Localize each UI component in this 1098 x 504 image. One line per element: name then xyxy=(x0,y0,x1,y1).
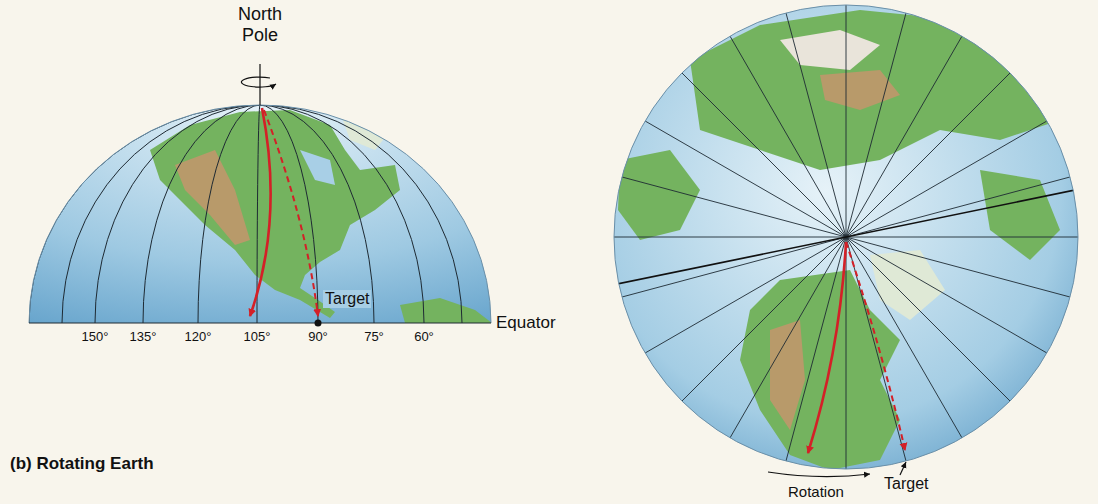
meridian-line xyxy=(784,5,846,237)
longitude-label: 120° xyxy=(185,330,212,345)
meridian-line xyxy=(846,5,908,237)
meridian-line xyxy=(638,237,846,357)
meridian-line xyxy=(638,117,846,237)
longitude-label: 135° xyxy=(130,330,157,345)
longitude-label: 105° xyxy=(244,330,271,345)
meridian-line xyxy=(846,29,966,237)
meridian-line xyxy=(846,0,847,237)
meridian-line xyxy=(846,237,966,445)
meridian-line xyxy=(614,237,846,299)
meridian-line xyxy=(614,175,846,237)
meridian-line xyxy=(726,29,846,237)
meridian-line xyxy=(846,237,1086,238)
longitude-label: 75° xyxy=(364,330,384,345)
meridian-line xyxy=(676,237,846,407)
meridian-line xyxy=(846,117,1054,237)
meridian-line xyxy=(846,237,908,469)
equator-label: Equator xyxy=(496,313,556,333)
meridian-line xyxy=(846,175,1078,237)
target-label: Target xyxy=(884,475,928,493)
meridian-line xyxy=(846,237,847,477)
longitude-label: 150° xyxy=(82,330,109,345)
meridian-line xyxy=(606,237,846,238)
meridian-line xyxy=(726,237,846,445)
pole-label: North Pole xyxy=(229,4,291,45)
meridian-line xyxy=(676,67,846,237)
target-label: Target xyxy=(323,290,371,308)
figure-caption: (b) Rotating Earth xyxy=(10,454,154,474)
meridian-line xyxy=(846,237,1078,299)
longitude-label: 60° xyxy=(414,330,434,345)
rotation-label: Rotation xyxy=(788,483,844,500)
meridian-line xyxy=(846,67,1016,237)
meridian-line xyxy=(784,237,846,469)
longitude-label: 90° xyxy=(308,330,328,345)
